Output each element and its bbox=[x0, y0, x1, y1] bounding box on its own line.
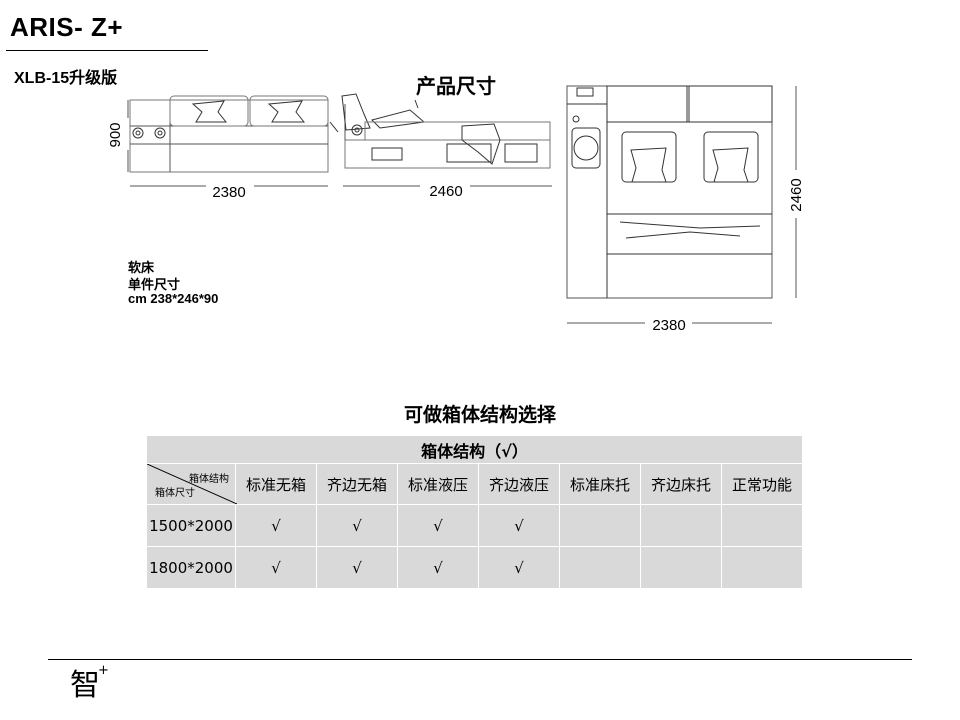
table-cell: √ bbox=[397, 546, 479, 589]
table-cell bbox=[559, 546, 641, 589]
brand-logo: 智 + bbox=[70, 662, 110, 707]
options-heading: 可做箱体结构选择 bbox=[403, 405, 556, 426]
table-cell: √ bbox=[235, 504, 317, 547]
column-header: 标准液压 bbox=[397, 463, 479, 505]
table-cell: √ bbox=[478, 504, 560, 547]
logo-mark: + bbox=[98, 663, 109, 678]
side-view-drawing bbox=[341, 93, 552, 187]
table-cell: √ bbox=[397, 504, 479, 547]
table-cell: √ bbox=[478, 546, 560, 589]
spec-type: 软床 bbox=[128, 260, 155, 275]
row-size-cell: 1500*2000 bbox=[146, 504, 236, 547]
front-width-label: 2380 bbox=[212, 184, 245, 201]
table-cell bbox=[721, 504, 803, 547]
table-cell bbox=[559, 504, 641, 547]
model-name: XLB-15升级版 bbox=[14, 70, 118, 87]
table-cell: √ bbox=[316, 546, 398, 589]
footer-divider bbox=[48, 659, 912, 660]
table-corner-cell: 箱体结构 箱体尺寸 bbox=[146, 463, 237, 505]
spec-unit-size-label: 单件尺寸 bbox=[128, 277, 181, 292]
column-header: 标准床托 bbox=[559, 463, 641, 505]
technical-drawings: 2380 900 2460 bbox=[107, 85, 805, 334]
table-cell bbox=[721, 546, 803, 589]
column-header: 齐边液压 bbox=[478, 463, 560, 505]
side-width-label: 2460 bbox=[429, 183, 462, 200]
table-cell: √ bbox=[235, 546, 317, 589]
row-size-cell: 1800*2000 bbox=[146, 546, 236, 589]
top-view-drawing bbox=[566, 85, 797, 324]
table-title: 箱体结构（√） bbox=[146, 435, 803, 464]
corner-bottom-label: 箱体尺寸 bbox=[155, 488, 195, 499]
options-table: 箱体结构（√） 箱体结构 箱体尺寸 标准无箱 齐边无箱 标准液压 齐边液压 标准… bbox=[146, 435, 803, 589]
corner-top-label: 箱体结构 bbox=[189, 474, 229, 485]
table-cell: √ bbox=[316, 504, 398, 547]
column-header: 正常功能 bbox=[721, 463, 803, 505]
spec-dimensions: cm 238*246*90 bbox=[128, 291, 219, 306]
front-view-drawing bbox=[127, 95, 339, 187]
table-cell bbox=[640, 504, 722, 547]
table-cell bbox=[640, 546, 722, 589]
front-height-label: 900 bbox=[107, 122, 124, 147]
top-width-label: 2380 bbox=[652, 317, 685, 334]
dimensions-heading: 产品尺寸 bbox=[416, 76, 496, 98]
corner-diagonal bbox=[147, 464, 237, 504]
logo-char: 智 bbox=[70, 668, 100, 702]
top-depth-label: 2460 bbox=[788, 178, 805, 211]
title-underline bbox=[6, 50, 208, 51]
brand-title: ARIS- Z+ bbox=[10, 12, 124, 42]
column-header: 标准无箱 bbox=[235, 463, 317, 505]
table-row: 1500*2000 √ √ √ √ bbox=[146, 504, 803, 547]
column-header: 齐边床托 bbox=[640, 463, 722, 505]
column-header: 齐边无箱 bbox=[316, 463, 398, 505]
table-row: 1800*2000 √ √ √ √ bbox=[146, 546, 803, 589]
